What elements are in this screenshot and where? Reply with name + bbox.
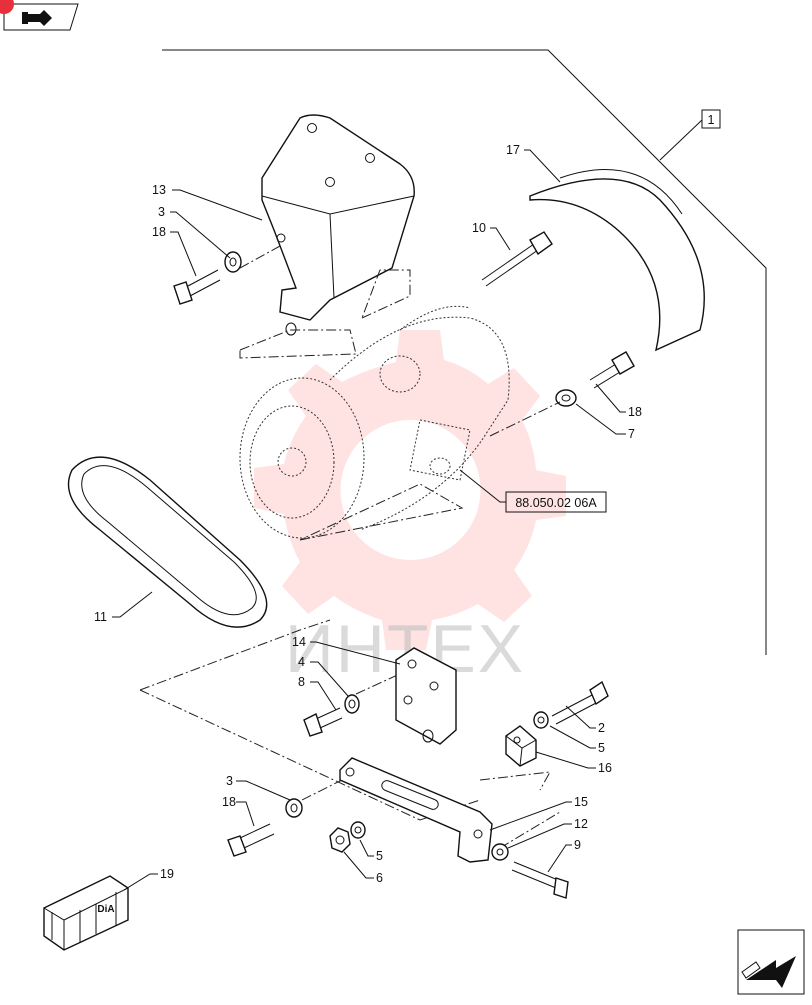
washer-3-lower — [285, 798, 303, 818]
previous-page-icon[interactable] — [3, 3, 79, 31]
label-13: 13 — [152, 183, 166, 197]
label-7: 7 — [628, 427, 635, 441]
kit-box-19: DiA — [43, 875, 129, 951]
bolt-18-left — [173, 269, 221, 305]
washer-3-upper — [224, 251, 242, 273]
washer-7 — [555, 389, 577, 407]
label-11: 11 — [94, 610, 107, 624]
bolt-18-lower — [227, 823, 275, 857]
label-9: 9 — [574, 838, 581, 852]
mounting-bracket — [261, 114, 415, 336]
next-page-icon[interactable] — [737, 929, 805, 995]
leader-lines — [112, 149, 626, 891]
label-18: 18 — [152, 225, 166, 239]
compressor — [239, 305, 510, 539]
label-8: 8 — [298, 675, 305, 689]
washer-12 — [491, 843, 509, 861]
cross-reference[interactable]: 88.050.02 06A — [505, 491, 607, 513]
belt-guard — [529, 168, 705, 352]
label-3: 3 — [226, 774, 233, 788]
label-10: 10 — [472, 221, 486, 235]
label-4: 4 — [298, 655, 305, 669]
label-1: 1 — [708, 113, 715, 127]
label-6: 6 — [376, 871, 383, 885]
label-14: 14 — [292, 635, 306, 649]
bolt-18-right — [589, 351, 635, 389]
cross-reference-label[interactable]: 88.050.02 06A — [515, 496, 597, 510]
corner-badge — [0, 0, 14, 14]
group-bracket: 1 — [162, 49, 767, 655]
bolt-10 — [481, 231, 553, 287]
label-12: 12 — [574, 817, 588, 831]
label-3: 3 — [158, 205, 165, 219]
washer-5-lower — [350, 821, 366, 839]
label-18: 18 — [628, 405, 642, 419]
drive-belt — [67, 456, 268, 628]
reference-box — [701, 109, 721, 129]
kit-label: DiA — [97, 904, 114, 915]
label-15: 15 — [574, 795, 588, 809]
bracket-15 — [339, 757, 493, 863]
label-16: 16 — [598, 761, 612, 775]
label-17: 17 — [506, 143, 520, 157]
nut-6 — [329, 827, 351, 853]
plate-14 — [395, 647, 457, 745]
label-19: 19 — [160, 867, 174, 881]
washer-4 — [344, 694, 360, 714]
label-5: 5 — [598, 741, 605, 755]
bolt-2 — [551, 680, 609, 725]
label-18: 18 — [222, 795, 236, 809]
callout-labels: 13 3 18 10 17 18 7 11 14 4 8 2 5 16 3 18… — [94, 143, 642, 885]
watermark-gear — [254, 330, 566, 650]
washer-5-upper — [533, 711, 549, 729]
bolt-9 — [511, 861, 569, 899]
bolt-8 — [303, 707, 343, 737]
spacer-16 — [505, 725, 537, 767]
label-2: 2 — [598, 721, 605, 735]
label-5: 5 — [376, 849, 383, 863]
